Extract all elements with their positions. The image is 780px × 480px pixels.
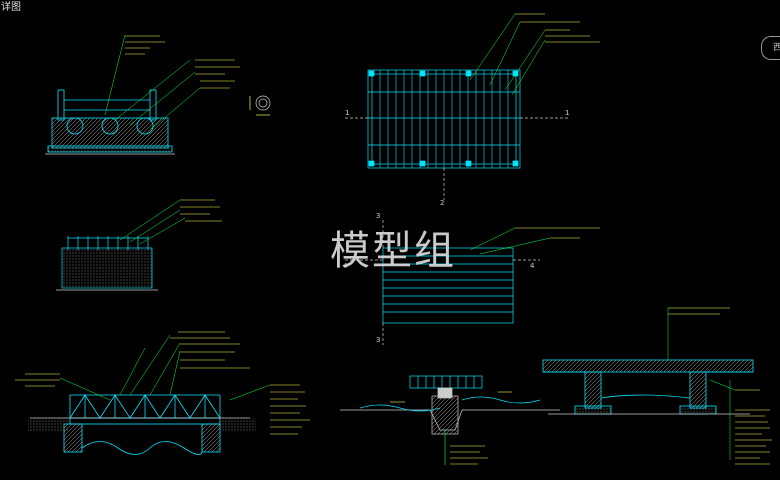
section-mark-1-left: 1	[345, 109, 349, 117]
elevation-leaders	[119, 199, 186, 245]
detail-stepping-section	[340, 375, 560, 435]
detail-truss-bridge	[28, 394, 256, 455]
section-mark-labels: 1 1 2 4 4 3 3	[343, 109, 569, 344]
deck-elevation-notes	[515, 227, 600, 239]
railing-leaders	[104, 34, 201, 131]
truss-leaders	[59, 334, 271, 401]
watermark-text: 模型组	[330, 228, 456, 274]
section-mark-1-right: 1	[565, 109, 569, 117]
detail-deck-plan	[345, 69, 570, 200]
detail-round-post	[249, 95, 271, 116]
elevation-notes	[180, 199, 222, 222]
section-mark-3-bottom: 3	[376, 336, 380, 344]
detail-pier-section	[542, 359, 754, 415]
drawing-title: 详图	[1, 2, 21, 13]
pier-notes	[668, 307, 772, 465]
railing-notes	[125, 35, 240, 89]
detail-railing-section	[45, 89, 175, 155]
stepping-notes	[390, 391, 512, 465]
detail-railing-elevation	[56, 236, 158, 291]
deck-plan-leaders	[469, 13, 546, 96]
deck-elevation-leaders	[469, 227, 551, 255]
section-mark-4-left: 4	[343, 262, 348, 270]
truss-notes	[15, 331, 310, 435]
deck-plan-notes	[515, 13, 600, 43]
pier-leaders	[667, 308, 736, 460]
corner-tab[interactable]: 西	[761, 36, 780, 60]
section-mark-3-top: 3	[376, 212, 380, 220]
section-mark-2: 2	[440, 199, 444, 207]
section-mark-4-right: 4	[530, 262, 535, 270]
detail-deck-elevation	[345, 220, 540, 345]
